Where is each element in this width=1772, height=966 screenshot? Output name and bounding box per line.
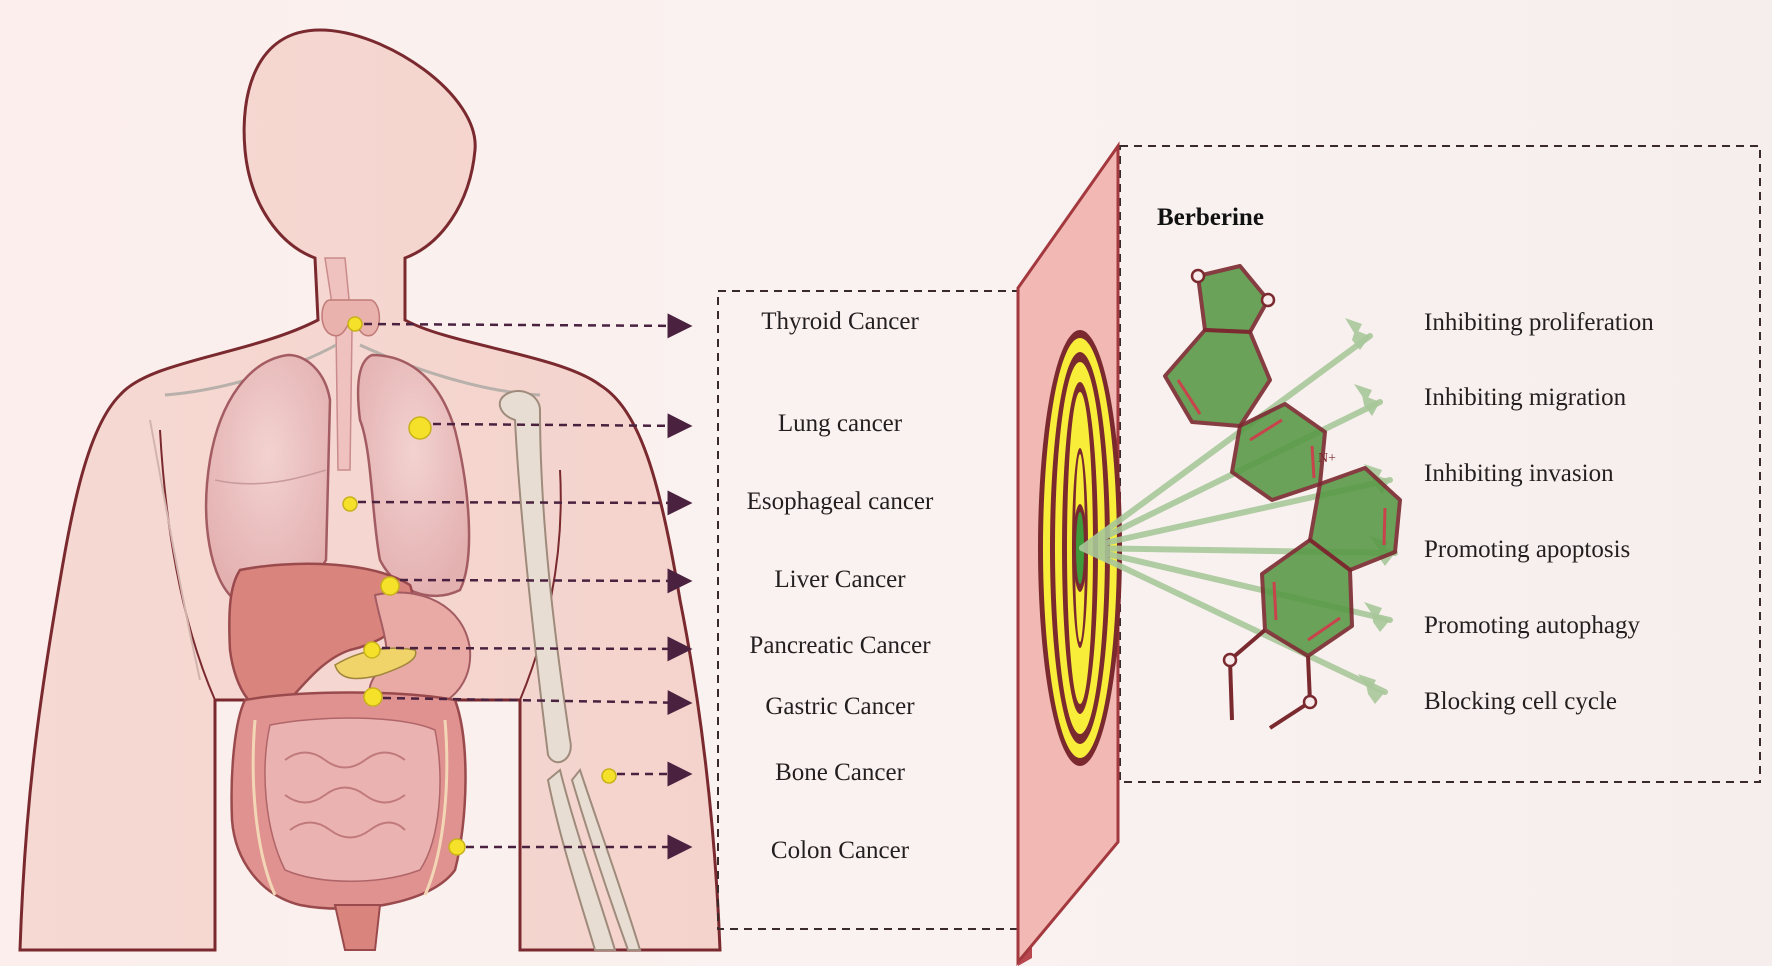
cancer-label-liver: Liver Cancer [774,566,906,593]
cancer-label-lung: Lung cancer [777,410,903,437]
compound-title: Berberine [1157,204,1264,231]
tumor-colon [448,838,466,856]
effect-label-autophagy: Promoting autophagy [1424,612,1640,639]
humerus-bone [498,390,572,764]
effect-label-apoptosis: Promoting apoptosis [1424,536,1631,563]
human-body [18,28,722,952]
berberine-molecule [1163,264,1402,730]
cancer-label-colon: Colon Cancer [770,837,910,864]
tumor-thyroid [347,316,363,332]
tumor-markers [342,316,617,856]
tumor-esophagus [342,496,358,512]
dart-migration [1079,399,1383,551]
arrow-pancreas [381,636,693,662]
effect-list-box [1119,145,1761,783]
cancer-label-pancreatic: Pancreatic Cancer [749,632,931,659]
nitrogen-charge: N+ [1318,451,1336,466]
small-intestine [264,717,441,882]
dart-fletchings [1345,318,1395,704]
dart-cell-cycle [1079,545,1388,695]
tumor-pancreas [363,641,381,659]
dart-proliferation [1079,333,1373,551]
effect-label-cell-cycle: Blocking cell cycle [1424,688,1617,715]
ring-a [1163,328,1272,428]
cancer-label-bone: Bone Cancer [775,759,905,786]
pointer-arrows [357,313,693,860]
cancer-label-gastric: Gastric Cancer [765,693,915,720]
effect-label-migration: Inhibiting migration [1424,384,1627,411]
left-lung [204,353,332,604]
tumor-lung [408,416,432,440]
dioxole-ring [1196,264,1270,334]
arrow-liver [399,568,693,594]
arrow-thyroid [363,313,693,339]
tumor-gastric [363,687,383,707]
cancer-list-box [717,290,1019,930]
tumor-bone [601,768,617,784]
tumor-liver [380,576,400,596]
liver [228,562,414,714]
darts [1079,333,1398,695]
cancer-label-thyroid: Thyroid Cancer [761,308,919,335]
right-lung [356,353,471,598]
arrow-gastric [382,690,693,716]
oxygen-atoms [1190,268,1318,710]
cancer-label-esophageal: Esophageal cancer [746,488,934,515]
effect-label-invasion: Inhibiting invasion [1424,460,1614,487]
effect-label-proliferation: Inhibiting proliferation [1424,309,1654,336]
arrow-lung [432,413,693,439]
